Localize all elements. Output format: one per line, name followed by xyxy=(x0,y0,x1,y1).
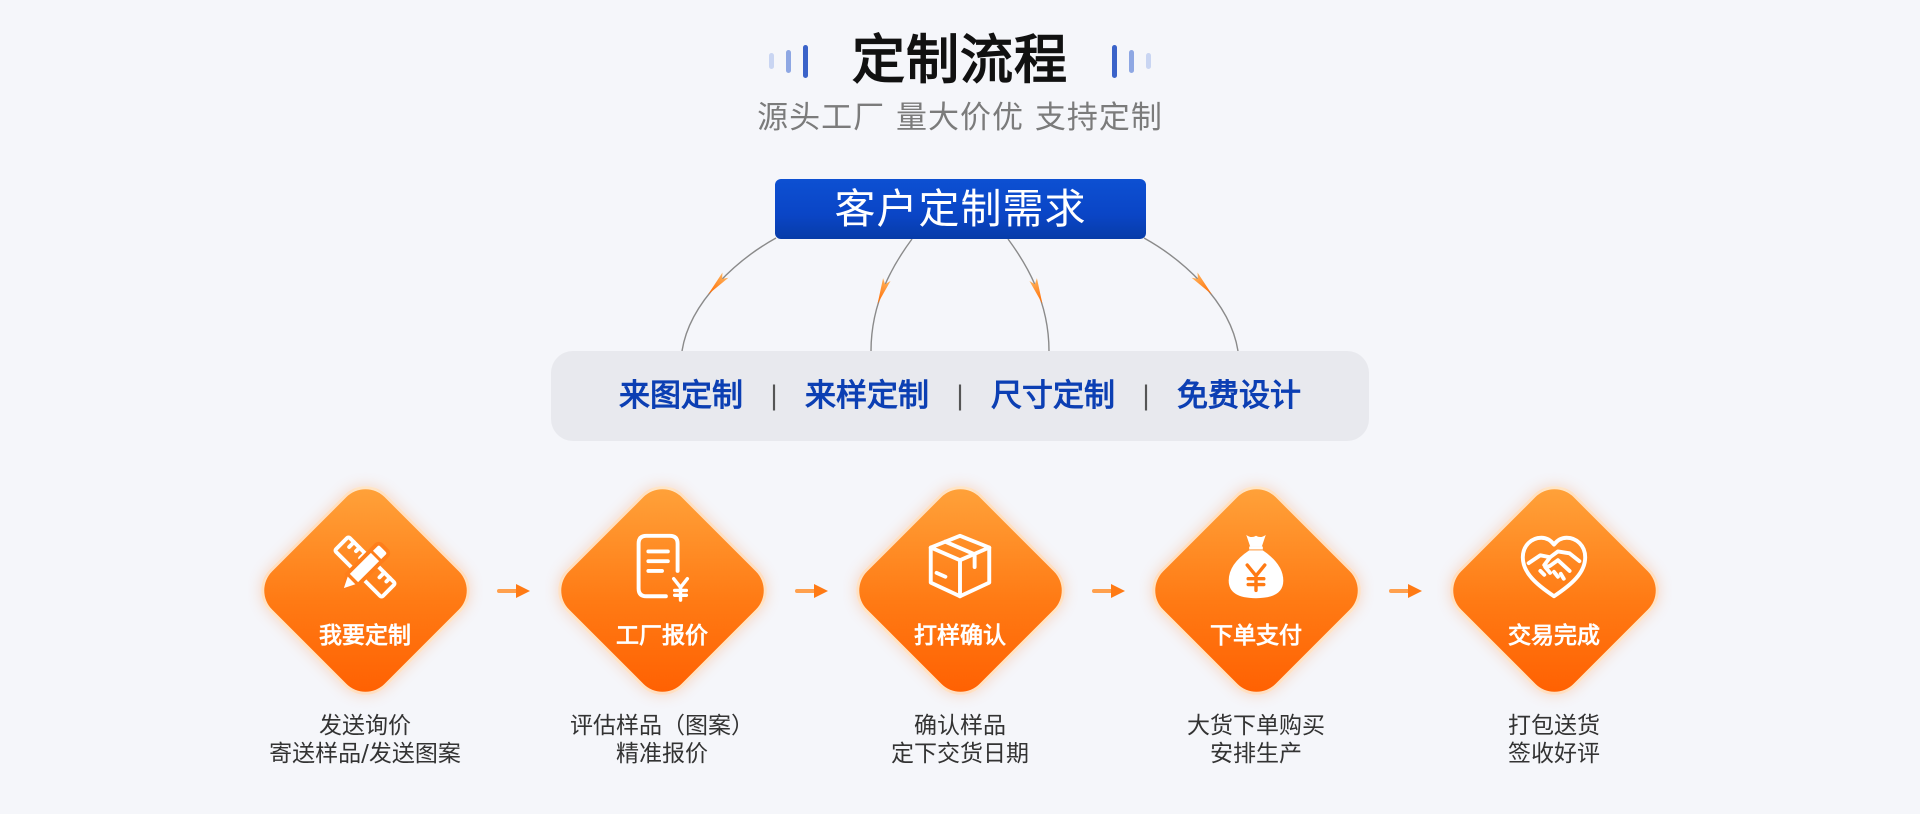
step-description: 确认样品 定下交货日期 xyxy=(820,712,1100,768)
step-description: 评估样品（图案） 精准报价 xyxy=(522,712,802,768)
step-label: 工厂报价 xyxy=(616,623,708,649)
money-bag-icon xyxy=(1228,534,1284,599)
step-description-line: 安排生产 xyxy=(1210,741,1302,767)
step-badge: 我要定制 xyxy=(248,473,482,707)
title-row: 定制流程 xyxy=(0,30,1920,92)
package-box-icon xyxy=(928,533,992,599)
step-description: 发送询价 寄送样品/发送图案 xyxy=(225,712,505,768)
step-label: 下单支付 xyxy=(1210,623,1302,649)
connector-arrowheads xyxy=(708,272,1212,304)
vertical-bars-icon xyxy=(1146,53,1151,69)
title-decoration-right xyxy=(1112,44,1151,78)
step-description-line: 定下交货日期 xyxy=(891,741,1029,767)
arrowhead-icon xyxy=(1191,272,1212,295)
step-description-line: 签收好评 xyxy=(1508,741,1600,767)
quote-document-icon xyxy=(636,533,690,602)
arrow-right-icon xyxy=(1092,584,1125,598)
option-separator: | xyxy=(769,381,779,411)
arrow-right-icon xyxy=(1389,584,1422,598)
step-description-line: 打包送货 xyxy=(1508,713,1600,739)
step-label: 打样确认 xyxy=(914,623,1006,649)
step-2: 工厂报价 评估样品（图案） 精准报价 xyxy=(522,473,802,768)
edit-icon xyxy=(333,535,397,599)
vertical-bars-icon xyxy=(786,49,791,73)
option-item: 尺寸定制 xyxy=(991,378,1115,414)
step-label: 交易完成 xyxy=(1508,623,1600,649)
step-1: 我要定制 发送询价 寄送样品/发送图案 xyxy=(225,473,505,768)
vertical-bars-icon xyxy=(1112,44,1117,78)
page-title: 定制流程 xyxy=(852,30,1068,91)
step-description-line: 寄送样品/发送图案 xyxy=(269,741,461,767)
step-description: 大货下单购买 安排生产 xyxy=(1116,712,1396,768)
step-3: 打样确认 确认样品 定下交货日期 xyxy=(820,473,1100,768)
step-badge: 交易完成 xyxy=(1437,473,1671,707)
connector-curve xyxy=(1143,237,1239,352)
page-subtitle: 源头工厂 量大价优 支持定制 xyxy=(757,100,1163,136)
step-4: 下单支付 大货下单购买 安排生产 xyxy=(1116,473,1396,768)
option-item: 来图定制 xyxy=(619,378,743,414)
arrowhead-icon xyxy=(1029,278,1043,304)
customer-demand-box: 客户定制需求 xyxy=(775,179,1146,239)
step-description-line: 发送询价 xyxy=(319,713,411,739)
arrow-right-icon xyxy=(795,584,828,598)
option-item: 来样定制 xyxy=(805,378,929,414)
step-badge: 打样确认 xyxy=(843,473,1077,707)
step-description-line: 确认样品 xyxy=(914,713,1006,739)
connector-curve xyxy=(1007,238,1050,352)
customization-options-bar: 来图定制 | 来样定制 | 尺寸定制 | 免费设计 xyxy=(551,351,1369,441)
connector-curve xyxy=(681,237,777,352)
title-decoration-left xyxy=(769,44,808,78)
step-description-line: 大货下单购买 xyxy=(1187,713,1325,739)
option-item: 免费设计 xyxy=(1177,378,1301,414)
arrow-right-icon xyxy=(497,584,530,598)
step-badge: 工厂报价 xyxy=(545,473,779,707)
step-badge: 下单支付 xyxy=(1139,473,1373,707)
step-5: 交易完成 打包送货 签收好评 xyxy=(1414,473,1694,768)
step-description-line: 精准报价 xyxy=(616,741,708,767)
step-label: 我要定制 xyxy=(319,623,411,649)
option-separator: | xyxy=(1141,381,1151,411)
arrowhead-icon xyxy=(877,278,891,304)
handshake-heart-icon xyxy=(1520,535,1588,599)
step-description-line: 评估样品（图案） xyxy=(570,713,754,739)
step-description: 打包送货 签收好评 xyxy=(1414,712,1694,768)
arrowhead-icon xyxy=(708,272,729,295)
vertical-bars-icon xyxy=(769,53,774,69)
vertical-bars-icon xyxy=(1129,49,1134,73)
option-separator: | xyxy=(955,381,965,411)
vertical-bars-icon xyxy=(803,44,808,78)
connector-curve xyxy=(870,238,913,352)
